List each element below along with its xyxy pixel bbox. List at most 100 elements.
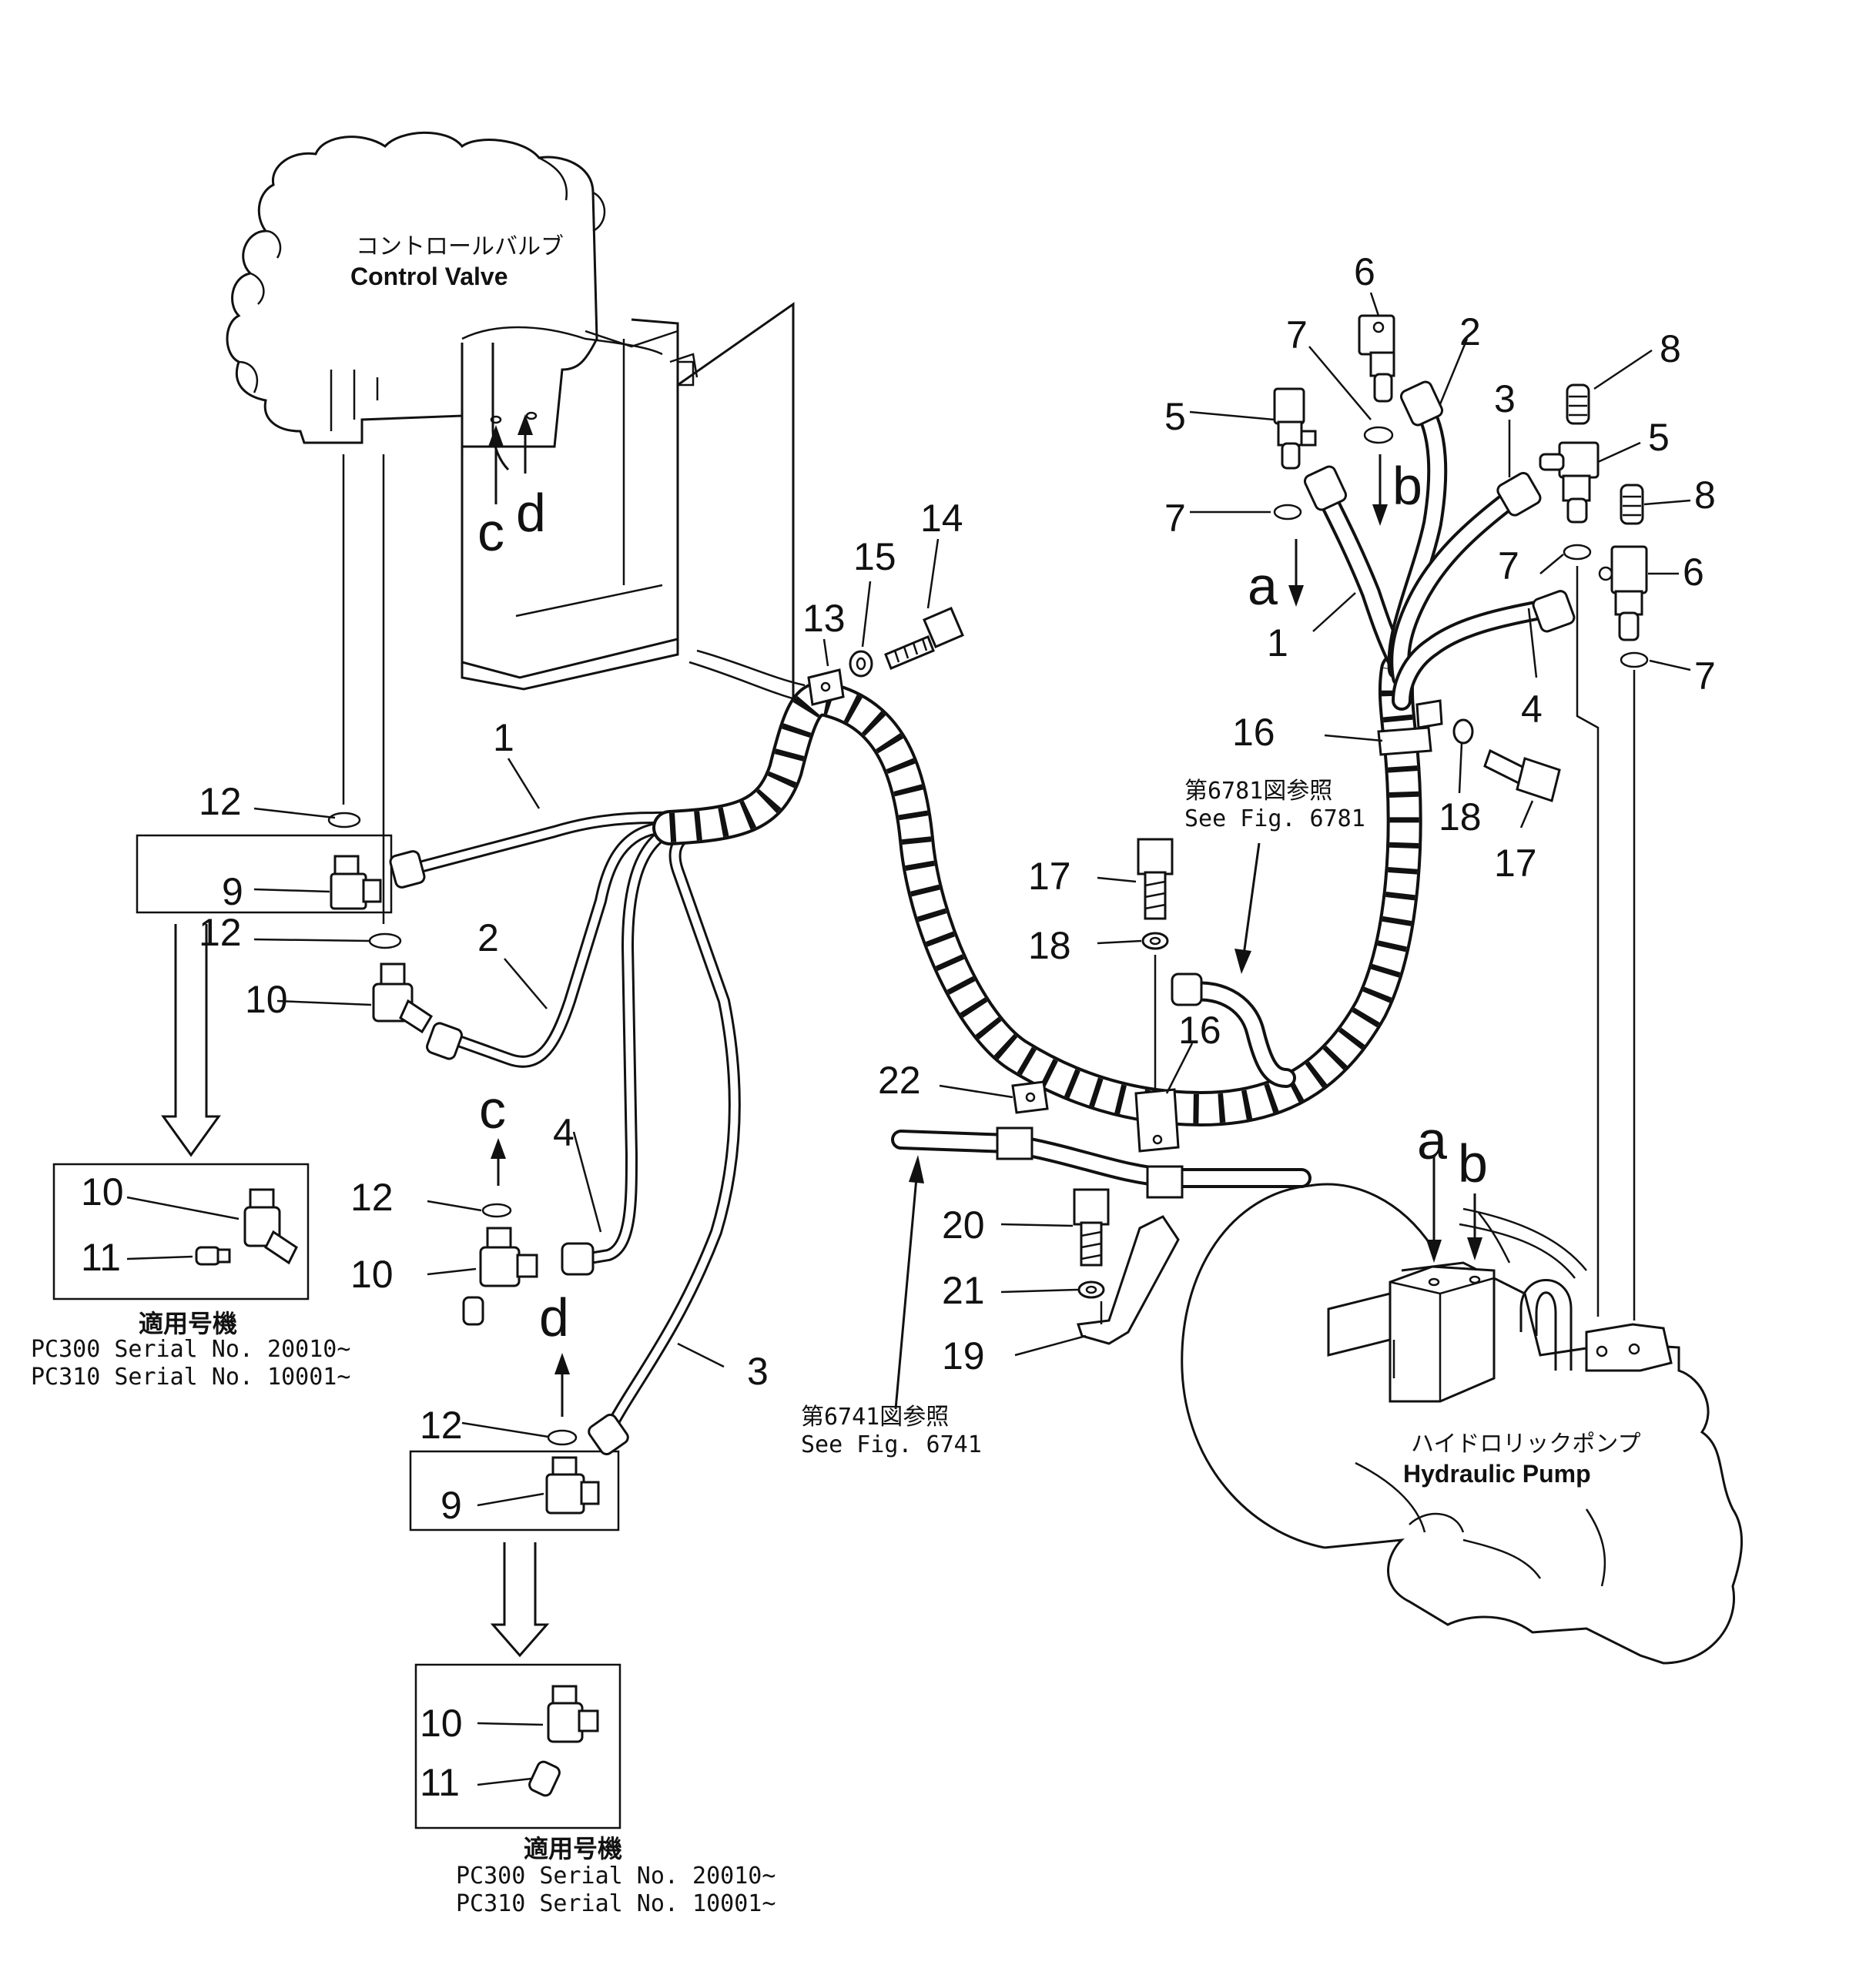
- part-num-7-right-b: 7: [1694, 654, 1716, 698]
- washer-18-upper: [1452, 718, 1474, 745]
- clamp-16-lower: [1134, 1088, 1180, 1153]
- tube-2: [426, 816, 722, 1068]
- hollow-down-arrow-upper: [161, 924, 221, 1157]
- control-valve-label-en: Control Valve: [350, 263, 508, 290]
- guide-line-to-pump-1: [1576, 566, 1600, 1317]
- fitting-8-upper: [1566, 383, 1590, 425]
- o-ring-7-right-a: [1563, 544, 1592, 561]
- part-num-7-upper: 7: [1286, 313, 1308, 357]
- part-num-15: 15: [853, 535, 896, 578]
- applicable-2-line1: PC300 Serial No. 20010~: [456, 1863, 776, 1890]
- arrow-a-upper: [1288, 539, 1304, 607]
- ref-6741-jp: 第6741図参照: [801, 1404, 949, 1431]
- o-ring-7-upper: [1363, 426, 1394, 444]
- part-num-2-left: 2: [477, 916, 499, 959]
- part-num-7-left: 7: [1164, 497, 1186, 540]
- o-ring-12-upper-a: [327, 812, 361, 828]
- washer-18-lower: [1141, 932, 1169, 950]
- o-ring-12-middle: [481, 1203, 512, 1218]
- fitting-6-right: [1598, 545, 1648, 641]
- bracket-19: [1076, 1215, 1180, 1345]
- clamp-22: [1011, 1080, 1049, 1114]
- arrow-c: [491, 1138, 506, 1186]
- inset-box-lower: [414, 1663, 621, 1829]
- part-num-1-left: 1: [493, 716, 514, 759]
- part-num-10-middle: 10: [350, 1253, 394, 1296]
- hydraulic-pump-label-en: Hydraulic Pump: [1403, 1460, 1591, 1488]
- hose-group-right: [1303, 380, 1576, 711]
- arrow-b-upper: [1372, 454, 1388, 526]
- part-num-22: 22: [878, 1059, 921, 1102]
- arrow-a-pump: [1426, 1155, 1442, 1263]
- valve-port-d-letter: d: [516, 483, 546, 543]
- applicable-1-line2: PC310 Serial No. 10001~: [31, 1364, 350, 1391]
- part-num-5-left: 5: [1164, 395, 1186, 438]
- fitting-9-lower: [545, 1456, 600, 1515]
- part-num-12-d: 12: [420, 1404, 463, 1447]
- arrow-6781: [1234, 842, 1261, 974]
- bundle-stub-top-edge: [696, 649, 806, 687]
- part-num-2-right: 2: [1459, 310, 1481, 353]
- part-num-6-upper: 6: [1354, 250, 1375, 293]
- part-num-16-upper: 16: [1232, 711, 1275, 754]
- part-num-12-c: 12: [350, 1176, 394, 1219]
- inset-lower-fitting-11: [528, 1760, 561, 1797]
- letter-d: d: [539, 1287, 569, 1347]
- wrapped-hose-bundle: [652, 652, 1422, 1127]
- ref-6781-en: See Fig. 6781: [1184, 805, 1365, 832]
- washer-15: [849, 650, 873, 678]
- leader-inset-lower-11: [477, 1777, 532, 1786]
- bolt-17-upper: [1483, 748, 1561, 802]
- part-num-19: 19: [942, 1334, 985, 1377]
- part-num-4-left: 4: [553, 1111, 575, 1154]
- arrow-b-pump: [1467, 1193, 1482, 1260]
- fitting-box-upper: [136, 834, 393, 914]
- leader-inset-lower-10: [477, 1722, 544, 1726]
- tube-3: [588, 819, 741, 1456]
- inset-upper-num-10: 10: [81, 1170, 124, 1213]
- part-num-9-upper: 9: [222, 870, 243, 913]
- part-num-6-right: 6: [1683, 551, 1704, 594]
- inset-lower-num-10: 10: [420, 1702, 463, 1745]
- inset-lower-num-11: 11: [420, 1761, 460, 1804]
- bolt-20: [1073, 1188, 1110, 1267]
- fitting-5-left: [1273, 387, 1317, 470]
- fitting-5-right: [1539, 441, 1600, 524]
- valve-port-c-letter: c: [477, 502, 504, 562]
- fitting-10-middle: [479, 1227, 538, 1287]
- applicable-1-title: 適用号機: [139, 1310, 237, 1337]
- o-ring-12-upper-b: [368, 932, 402, 949]
- part-num-17-lower: 17: [1028, 855, 1071, 898]
- part-num-17-upper: 17: [1494, 842, 1537, 885]
- part-num-12-b: 12: [199, 911, 242, 954]
- o-ring-7-right-b: [1620, 651, 1649, 668]
- part-num-3-left: 3: [747, 1350, 769, 1393]
- hose-to-6781: [1171, 972, 1296, 1088]
- inset-upper-num-11: 11: [81, 1236, 121, 1279]
- letter-b-upper: b: [1392, 456, 1422, 516]
- ref-6741-en: See Fig. 6741: [801, 1431, 982, 1458]
- leader-inset-upper-11: [126, 1255, 193, 1260]
- part-num-3-right: 3: [1494, 377, 1516, 420]
- tube-4: [561, 816, 722, 1276]
- inset-lower-fitting-10: [547, 1685, 599, 1743]
- part-num-8-upper: 8: [1660, 327, 1681, 370]
- inset-box-upper: [52, 1163, 310, 1300]
- leader-inset-upper-10: [126, 1196, 240, 1220]
- part-num-9-lower: 9: [441, 1484, 462, 1527]
- arrow-d: [554, 1353, 570, 1417]
- part-num-21: 21: [942, 1269, 985, 1312]
- control-valve-label-jp: コントロールバルブ: [356, 233, 564, 260]
- fitting-11-middle: [462, 1296, 484, 1326]
- fitting-10-upper: [372, 962, 434, 1034]
- o-ring-12-lower: [547, 1429, 578, 1446]
- part-num-12-a: 12: [199, 780, 242, 823]
- clamps-on-6741-hose: [996, 1126, 1184, 1199]
- inset-upper-fitting-10: [243, 1188, 298, 1265]
- fitting-box-lower: [409, 1450, 620, 1531]
- bolt-17-lower: [1137, 838, 1174, 920]
- hydraulic-pump: [1181, 1183, 1743, 1665]
- valve-ports: [488, 411, 538, 504]
